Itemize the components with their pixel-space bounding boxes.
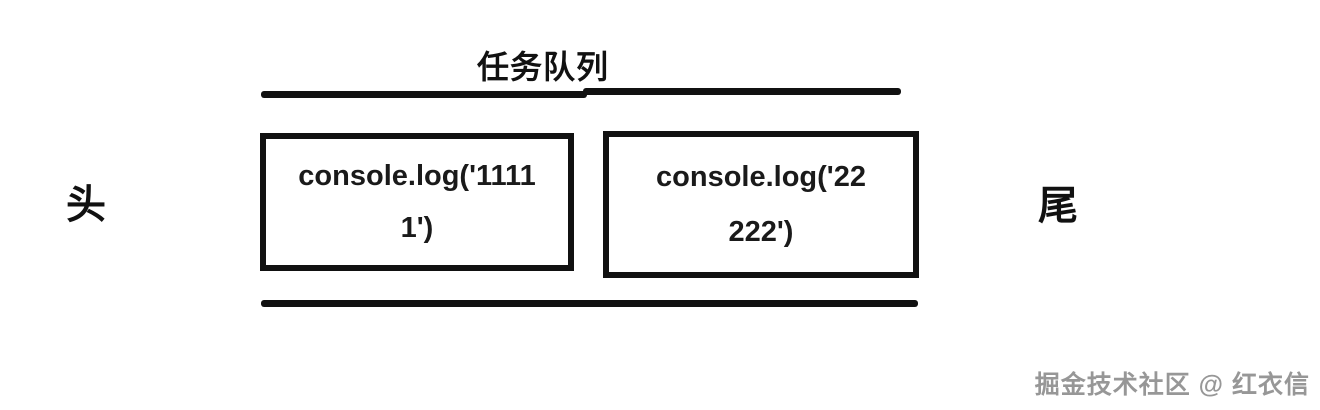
task-box-2: console.log('22 222') [603,131,919,278]
queue-head-label: 头 [66,183,106,227]
watermark-text: 掘金技术社区 @ 红衣信 [1034,371,1310,399]
task-1-code-line-1: console.log('1111 [298,160,536,192]
queue-top-rule-right-segment [583,88,901,95]
queue-tail-label: 尾 [1038,184,1078,228]
queue-top-rule-left-segment [261,91,587,98]
task-box-1: console.log('1111 1') [260,133,574,271]
task-2-code-line-2: 222') [728,215,794,248]
queue-bottom-rule [261,300,918,307]
task-2-code-line-1: console.log('22 [656,160,866,193]
diagram-title: 任务队列 [476,49,609,85]
task-1-code-line-2: 1') [400,212,434,244]
